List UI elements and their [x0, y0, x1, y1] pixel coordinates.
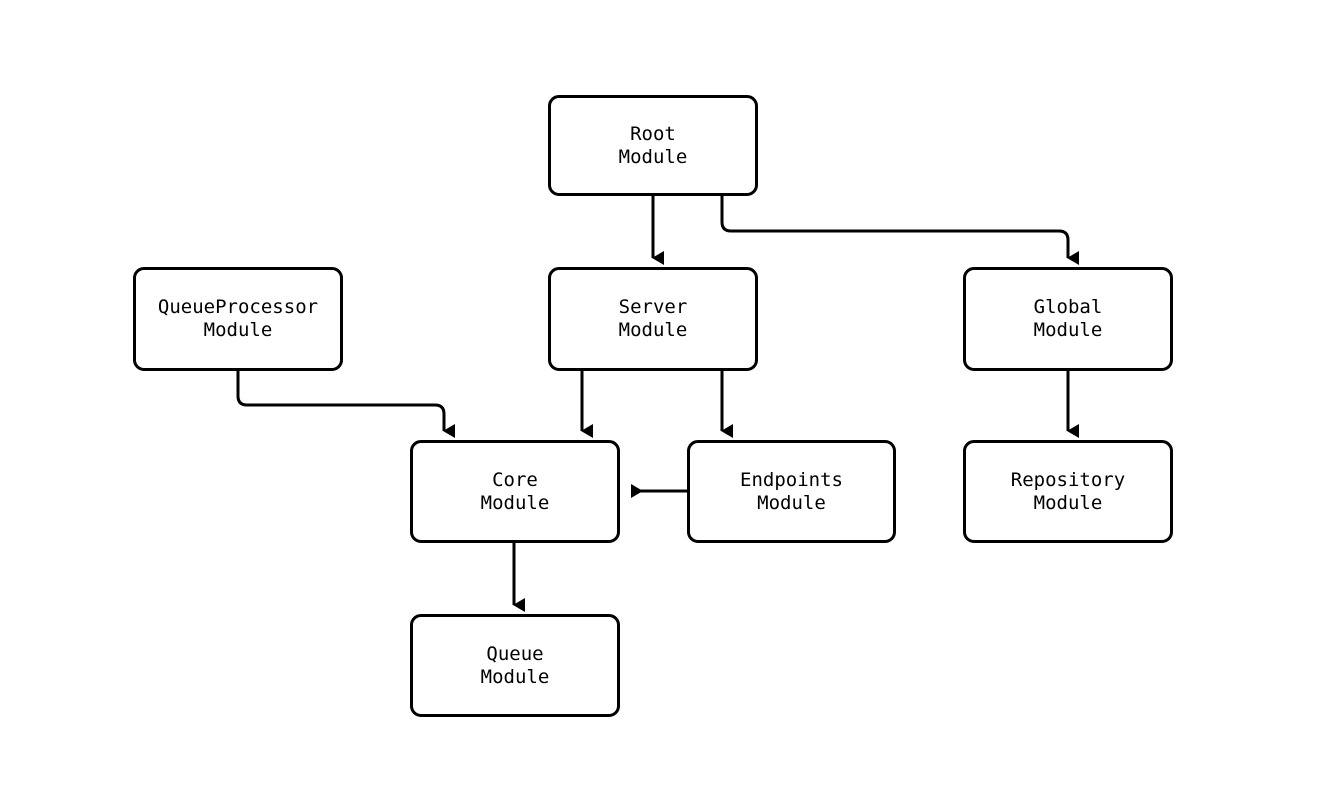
node-root-module-label-line1: Root	[630, 122, 676, 145]
node-server-module-label-line2: Module	[618, 319, 688, 341]
node-repository-module[interactable]: Repository Module	[963, 440, 1173, 543]
node-repository-module-label-line2: Module	[1033, 491, 1103, 514]
node-queue-module[interactable]: Queue Module	[410, 614, 620, 717]
node-repository-module-label-line1: Repository	[1010, 468, 1126, 491]
edge-root-to-global	[720, 196, 1079, 265]
node-queue-module-label-line1: Queue	[486, 642, 544, 665]
node-core-module[interactable]: Core Module	[410, 440, 620, 543]
node-global-module-label-line2: Module	[1033, 319, 1103, 341]
node-queueprocessor-module-label-line2: Module	[203, 319, 273, 341]
node-root-module-label-line2: Module	[618, 145, 688, 168]
node-server-module[interactable]: Server Module	[548, 267, 758, 371]
node-server-module-label-line1: Server	[618, 296, 688, 318]
node-queueprocessor-module-label-line1: QueueProcessor	[157, 296, 319, 318]
node-endpoints-module-label-line2: Module	[757, 491, 826, 514]
node-endpoints-module-label-line1: Endpoints	[740, 468, 843, 491]
node-global-module[interactable]: Global Module	[963, 267, 1173, 371]
node-core-module-label-line1: Core	[492, 468, 538, 491]
node-queueprocessor-module[interactable]: QueueProcessor Module	[133, 267, 343, 371]
node-core-module-label-line2: Module	[480, 491, 550, 514]
node-endpoints-module[interactable]: Endpoints Module	[687, 440, 896, 543]
node-global-module-label-line1: Global	[1033, 296, 1103, 318]
node-root-module[interactable]: Root Module	[548, 95, 758, 196]
node-queue-module-label-line2: Module	[480, 665, 550, 688]
edge-queueprocessor-to-core	[236, 371, 455, 438]
